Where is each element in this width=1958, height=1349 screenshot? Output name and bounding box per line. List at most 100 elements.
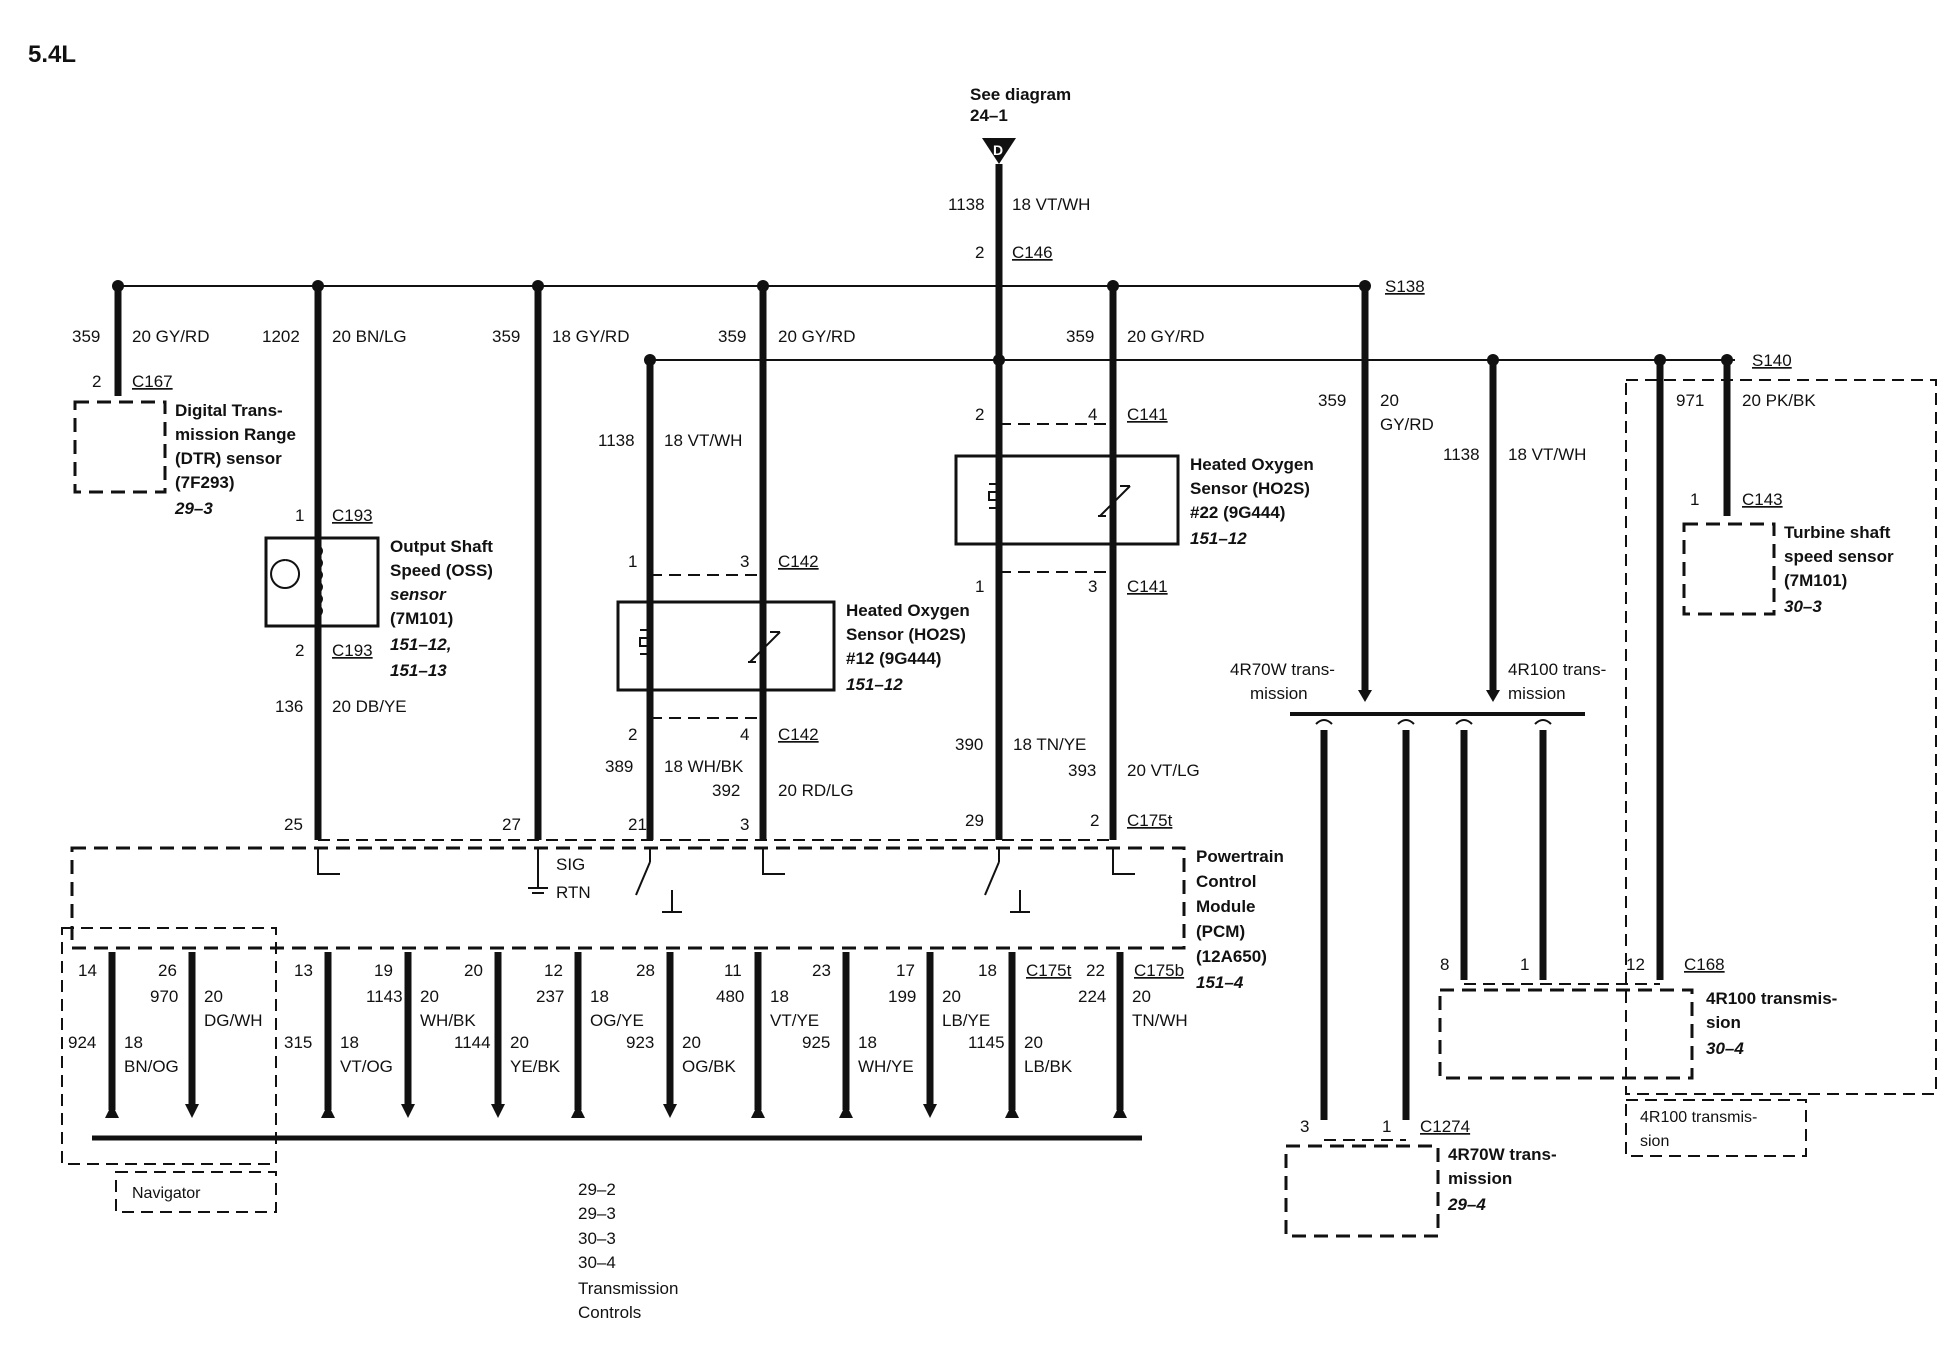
pin-label: 29 bbox=[965, 811, 984, 830]
pin-label: 3 bbox=[740, 815, 749, 834]
pcm-output-color: YE/BK bbox=[510, 1057, 561, 1076]
wire-circuit-label: 1138 bbox=[598, 431, 635, 450]
pcm-output-circuit: 237 bbox=[536, 987, 564, 1006]
wire-circuit-label: 359 bbox=[1318, 391, 1346, 410]
pcm-output-color: VT/OG bbox=[340, 1057, 393, 1076]
pcm-output-color: OG/YE bbox=[590, 1011, 644, 1030]
wire-arrow bbox=[401, 1104, 415, 1118]
pcm-output-pin: 20 bbox=[464, 961, 483, 980]
pcm-output-color: TN/WH bbox=[1132, 1011, 1188, 1030]
wire-arrow bbox=[321, 1104, 335, 1118]
ho22-heater-symbol bbox=[988, 456, 1131, 544]
dtr-ref: 29–3 bbox=[174, 499, 213, 518]
pcm-internal-symbols bbox=[317, 848, 1135, 913]
wire-color-label: 18 GY/RD bbox=[552, 327, 629, 346]
wire-circuit-label: 390 bbox=[955, 735, 983, 754]
pcm-output-circuit: 224 bbox=[1078, 987, 1106, 1006]
ho12-heater-symbol bbox=[639, 602, 781, 690]
wire-color-label: 18 VT/WH bbox=[664, 431, 742, 450]
connector-c1274: C1274 bbox=[1420, 1117, 1470, 1136]
pcm-output-pin: 23 bbox=[812, 961, 831, 980]
wire-arrow bbox=[663, 1104, 677, 1118]
pin-label: 1 bbox=[975, 577, 984, 596]
connector-d-symbol: D bbox=[982, 138, 1016, 164]
wire-arrow bbox=[839, 1104, 853, 1118]
wire-arrow bbox=[1358, 690, 1372, 702]
wire-color-label: 20 bbox=[1380, 391, 1399, 410]
r100-module-box bbox=[1438, 988, 1694, 1080]
pcm-output-pin: 19 bbox=[374, 961, 393, 980]
wire-circuit-label: 1138 bbox=[1443, 445, 1480, 464]
pin-label: 2 bbox=[975, 405, 984, 424]
wire-color-label: 20 DB/YE bbox=[332, 697, 407, 716]
pcm-output-color: DG/WH bbox=[204, 1011, 263, 1030]
connector-c142: C142 bbox=[778, 552, 819, 571]
tss-ref: 30–3 bbox=[1784, 597, 1822, 616]
r100-module-label: 4R100 transmis- sion bbox=[1706, 989, 1842, 1032]
wire-arrow bbox=[1005, 1104, 1019, 1118]
oss-sensor-label: Output Shaft Speed (OSS) bbox=[390, 537, 498, 580]
dtr-sensor-box bbox=[73, 400, 167, 494]
pcm-rtn-label: RTN bbox=[556, 883, 591, 902]
pcm-output-circuit: 480 bbox=[716, 987, 744, 1006]
pcm-output-circuit: 923 bbox=[626, 1033, 654, 1052]
pcm-output-pin: 28 bbox=[636, 961, 655, 980]
wire-color-label: 18 VT/WH bbox=[1012, 195, 1090, 214]
pcm-output-color: BN/OG bbox=[124, 1057, 179, 1076]
wire-arrow bbox=[1113, 1104, 1127, 1118]
wire-circuit-label: 389 bbox=[605, 757, 633, 776]
oss-part: (7M101) bbox=[390, 609, 453, 628]
pcm-output-circuit: 970 bbox=[150, 987, 178, 1006]
pcm-output-gauge: 20 bbox=[1132, 987, 1151, 1006]
splice-s138: S138 bbox=[1385, 277, 1425, 296]
r70-module-ref: 29–4 bbox=[1447, 1195, 1486, 1214]
r100-branch-label: 4R100 trans- mission bbox=[1508, 660, 1611, 703]
wire-circuit-label: 393 bbox=[1068, 761, 1096, 780]
pcm-output-gauge: 18 bbox=[770, 987, 789, 1006]
wire-color-label: GY/RD bbox=[1380, 415, 1434, 434]
wire-color-label: 20 GY/RD bbox=[778, 327, 855, 346]
pcm-output-pin: 13 bbox=[294, 961, 313, 980]
pin-label: 12 bbox=[1626, 955, 1645, 974]
oss-sensor-italic: sensor bbox=[390, 585, 447, 604]
wire-circuit-label: 392 bbox=[712, 781, 740, 800]
pcm-output-pin: 26 bbox=[158, 961, 177, 980]
pcm-box bbox=[70, 846, 1186, 950]
r100-module-ref: 30–4 bbox=[1706, 1039, 1744, 1058]
pin-label: 3 bbox=[740, 552, 749, 571]
pcm-output-gauge: 20 bbox=[420, 987, 439, 1006]
wire-color-label: 20 PK/BK bbox=[1742, 391, 1816, 410]
pcm-output-gauge: 20 bbox=[682, 1033, 701, 1052]
oss-ref: 151–12, 151–13 bbox=[390, 635, 456, 680]
navigator-label: Navigator bbox=[132, 1185, 201, 1202]
ho12-sensor-label: Heated Oxygen Sensor (HO2S) #12 (9G444) bbox=[846, 601, 975, 668]
wire-circuit-label: 359 bbox=[72, 327, 100, 346]
ho22-sensor-label: Heated Oxygen Sensor (HO2S) #22 (9G444) bbox=[1190, 455, 1319, 522]
pin-label: 1 bbox=[628, 552, 637, 571]
navigator-box bbox=[115, 1171, 277, 1213]
pcm-output-gauge: 20 bbox=[510, 1033, 529, 1052]
reference-page: 24–1 bbox=[970, 106, 1008, 125]
pcm-sig-label: SIG bbox=[556, 855, 585, 874]
branch-wires bbox=[1315, 719, 1552, 1120]
pin-label: 2 bbox=[295, 641, 304, 660]
wire-color-label: 20 GY/RD bbox=[1127, 327, 1204, 346]
r100-region-label-box bbox=[1625, 1099, 1807, 1157]
wire-arrow bbox=[923, 1104, 937, 1118]
tss-sensor-box bbox=[1682, 522, 1776, 616]
pcm-output-circuit: 1145 bbox=[968, 1033, 1005, 1052]
pin-label: 1 bbox=[1520, 955, 1529, 974]
wire-arrow bbox=[105, 1104, 119, 1118]
pcm-output-color: OG/BK bbox=[682, 1057, 737, 1076]
pin-label: 4 bbox=[740, 725, 749, 744]
pcm-output-pin: 18 bbox=[978, 961, 997, 980]
